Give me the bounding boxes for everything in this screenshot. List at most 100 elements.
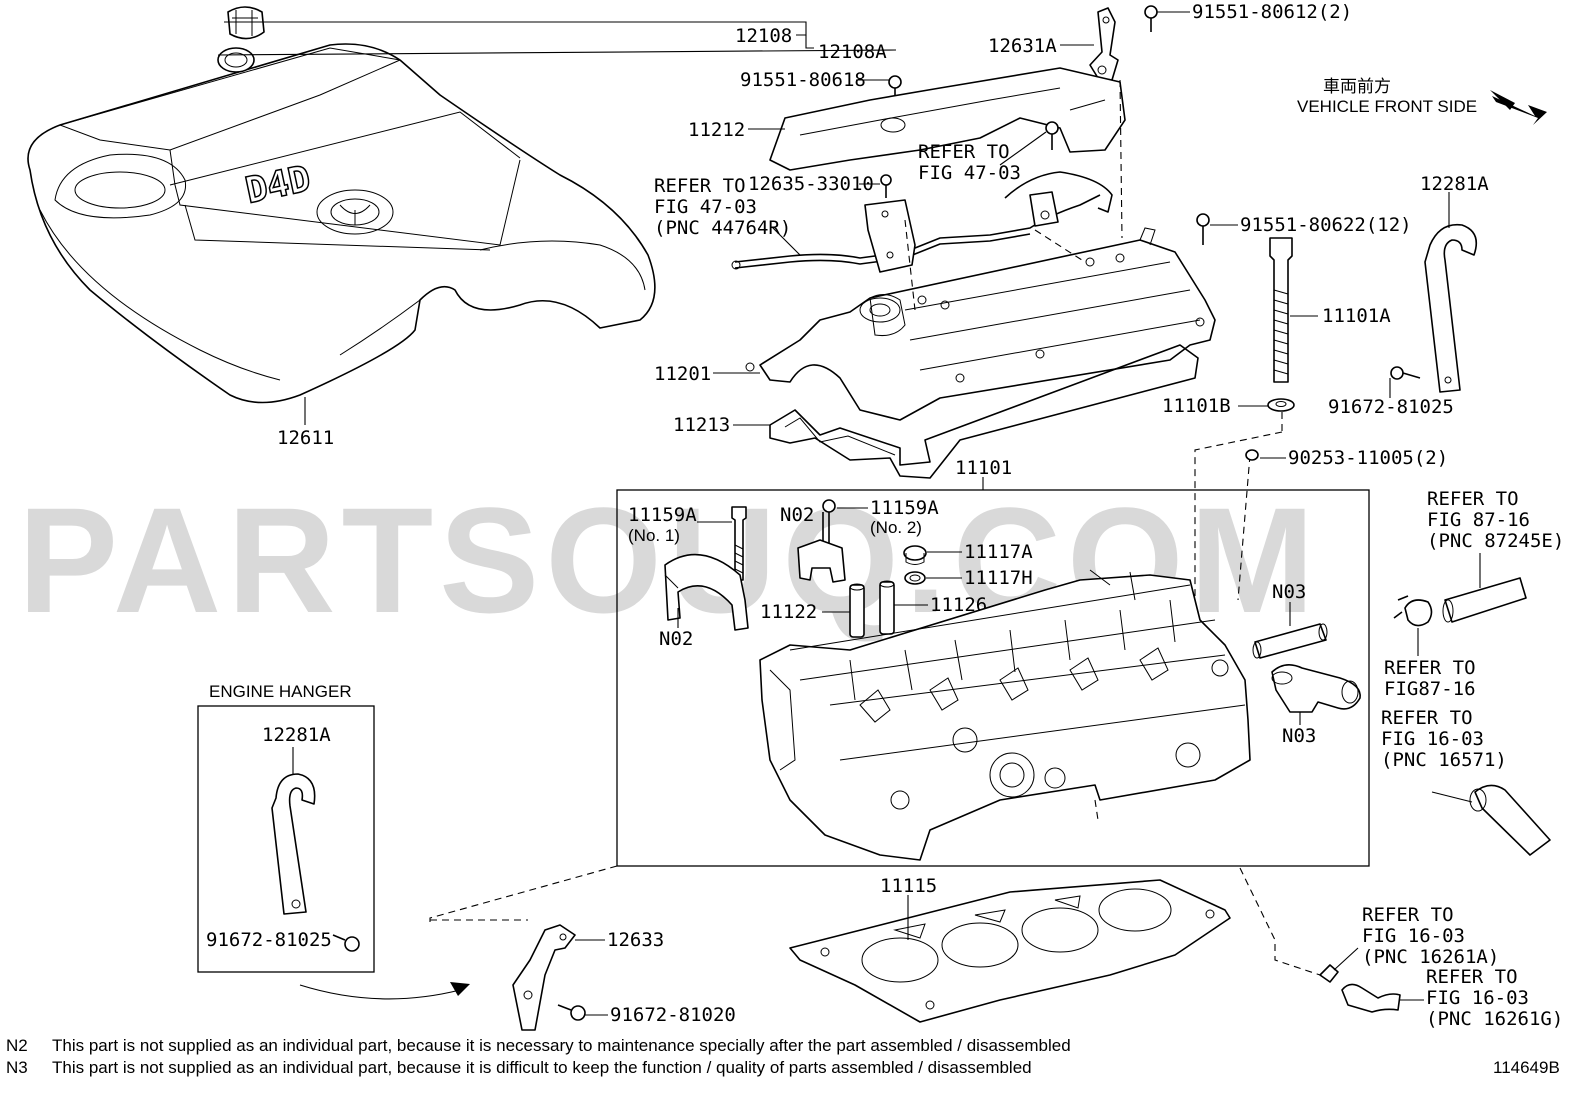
label-91551-80618[interactable]: 91551-80618 <box>740 69 866 91</box>
figure-id: 114649B <box>1493 1058 1560 1077</box>
label-11201[interactable]: 11201 <box>654 363 711 385</box>
bolt-91672-81025-top[interactable] <box>1390 366 1421 380</box>
label-12108A[interactable]: 12108A <box>818 41 887 63</box>
refer-fig47-left-line2: FIG 47-03 <box>654 196 757 218</box>
heater-hose <box>1442 577 1527 623</box>
bracket-12631A[interactable] <box>1089 7 1119 81</box>
label-12611[interactable]: 12611 <box>277 427 334 449</box>
oil-filler-cap-12108[interactable] <box>227 6 265 40</box>
label-11117H[interactable]: 11117H <box>964 567 1033 589</box>
camshaft-bearing-cap-n02-a[interactable] <box>664 553 749 631</box>
label-11159A-no1[interactable]: 11159A <box>628 504 697 526</box>
label-12281A-box[interactable]: 12281A <box>262 724 331 746</box>
water-outlet-n03-b[interactable] <box>1271 664 1361 713</box>
label-n02-b[interactable]: N02 <box>780 504 814 526</box>
washer-11101B[interactable] <box>1267 398 1295 412</box>
bolt-hose-clamp <box>1045 121 1059 150</box>
cap-bolt-11159A-no2[interactable] <box>822 499 836 545</box>
label-90253-11005[interactable]: 90253-11005(2) <box>1288 447 1448 469</box>
hose-clamp <box>1393 595 1433 627</box>
label-11101A[interactable]: 11101A <box>1322 305 1391 327</box>
label-11122[interactable]: 11122 <box>760 601 817 623</box>
insulator-11212[interactable] <box>769 67 1126 171</box>
refer-fig16-a-line3: (PNC 16571) <box>1381 749 1507 771</box>
hanger-direction-arrow <box>299 984 461 1000</box>
refer-fig47-left-line3: (PNC 44764R) <box>654 217 791 239</box>
label-n03-b[interactable]: N03 <box>1282 725 1316 747</box>
bracket-12633[interactable] <box>512 924 576 1031</box>
label-12631A[interactable]: 12631A <box>988 35 1057 57</box>
engine-hanger-12281A-top[interactable] <box>1424 223 1478 393</box>
bolt-91551-80612[interactable] <box>1144 5 1158 32</box>
refer-fig87-b-line1: REFER TO <box>1384 657 1476 679</box>
hose-bracket <box>864 191 1059 273</box>
valve-guide-11122[interactable] <box>849 583 865 638</box>
refer-fig16-c-line3: (PNC 16261G) <box>1426 1008 1563 1030</box>
label-91672-81020[interactable]: 91672-81020 <box>610 1004 736 1026</box>
label-11101[interactable]: 11101 <box>955 457 1012 479</box>
refer-fig87-a-line3: (PNC 87245E) <box>1427 530 1564 552</box>
label-11159A-no2-sub: (No. 2) <box>870 518 922 537</box>
water-bypass-hose <box>1341 983 1401 1013</box>
label-11101B[interactable]: 11101B <box>1162 395 1231 417</box>
bolt-12635-33010[interactable] <box>880 174 892 198</box>
label-12635-33010[interactable]: 12635-33010 <box>748 173 874 195</box>
note-n2-code: N2 <box>6 1036 28 1055</box>
refer-fig16-b-line3: (PNC 16261A) <box>1362 946 1499 968</box>
refer-fig16-a-line1: REFER TO <box>1381 707 1473 729</box>
radiator-hose <box>1469 784 1551 856</box>
label-11117A[interactable]: 11117A <box>964 541 1033 563</box>
union-fitting <box>1319 964 1339 983</box>
refer-fig16-c-line1: REFER TO <box>1426 966 1518 988</box>
head-cover-gasket-11213[interactable] <box>769 344 1199 479</box>
refer-fig16-b-line1: REFER TO <box>1362 904 1454 926</box>
bolt-91551-80622[interactable] <box>1196 213 1210 245</box>
refer-fig87-a-line2: FIG 87-16 <box>1427 509 1530 531</box>
bolt-91672-81020[interactable] <box>557 1004 586 1021</box>
note-n3-code: N3 <box>6 1058 28 1077</box>
water-outlet-n03-a[interactable] <box>1252 623 1328 659</box>
label-11212[interactable]: 11212 <box>688 119 745 141</box>
head-gasket-11115[interactable] <box>789 879 1231 1023</box>
head-bolt-11101A[interactable] <box>1269 237 1293 383</box>
engine-cover-12611[interactable]: D4D <box>27 43 656 404</box>
camshaft-bearing-cap-n02-b[interactable] <box>797 539 846 583</box>
refer-fig16-a-line2: FIG 16-03 <box>1381 728 1484 750</box>
label-91551-80622[interactable]: 91551-80622(12) <box>1240 214 1412 236</box>
label-n02-a[interactable]: N02 <box>659 628 693 650</box>
gasket-11117H[interactable] <box>904 571 926 585</box>
engine-hanger-box <box>197 705 375 973</box>
refer-fig47-left-line1: REFER TO <box>654 175 746 197</box>
refer-fig47-mid-line1: REFER TO <box>918 141 1010 163</box>
plug-90253-11005[interactable] <box>1245 449 1259 461</box>
engine-hanger-12281A[interactable] <box>271 773 316 915</box>
refer-fig16-c-line2: FIG 16-03 <box>1426 987 1529 1009</box>
plug-11117A[interactable] <box>903 545 927 565</box>
valve-guide-11126[interactable] <box>879 580 895 635</box>
cap-bolt-11159A-no1[interactable] <box>731 506 747 581</box>
label-11159A-no2[interactable]: 11159A <box>870 497 939 519</box>
front-arrow-icon <box>1492 96 1547 125</box>
cylinder-head-assy-box <box>616 489 1370 867</box>
refer-fig47-mid-line2: FIG 47-03 <box>918 162 1021 184</box>
label-12633[interactable]: 12633 <box>607 929 664 951</box>
engine-hanger-title: ENGINE HANGER <box>209 682 352 701</box>
gasket-12108A[interactable] <box>217 47 255 73</box>
label-11159A-no1-sub: (No. 1) <box>628 526 680 545</box>
label-11213[interactable]: 11213 <box>673 414 730 436</box>
note-n3-text: This part is not supplied as an individu… <box>52 1058 1032 1077</box>
breather-hose <box>731 171 1113 270</box>
label-11126[interactable]: 11126 <box>930 594 987 616</box>
label-n03-a[interactable]: N03 <box>1272 581 1306 603</box>
label-12281A-top[interactable]: 12281A <box>1420 173 1489 195</box>
label-91672-81025-box[interactable]: 91672-81025 <box>206 929 332 951</box>
label-11115[interactable]: 11115 <box>880 875 937 897</box>
label-91551-80612[interactable]: 91551-80612(2) <box>1192 1 1352 23</box>
cylinder-head[interactable] <box>759 569 1251 861</box>
label-91672-81025-top[interactable]: 91672-81025 <box>1328 396 1454 418</box>
head-cover-11201[interactable] <box>745 227 1216 421</box>
label-12108[interactable]: 12108 <box>735 25 792 47</box>
bolt-91672-81025-box[interactable] <box>332 934 360 952</box>
refer-fig16-b-line2: FIG 16-03 <box>1362 925 1465 947</box>
